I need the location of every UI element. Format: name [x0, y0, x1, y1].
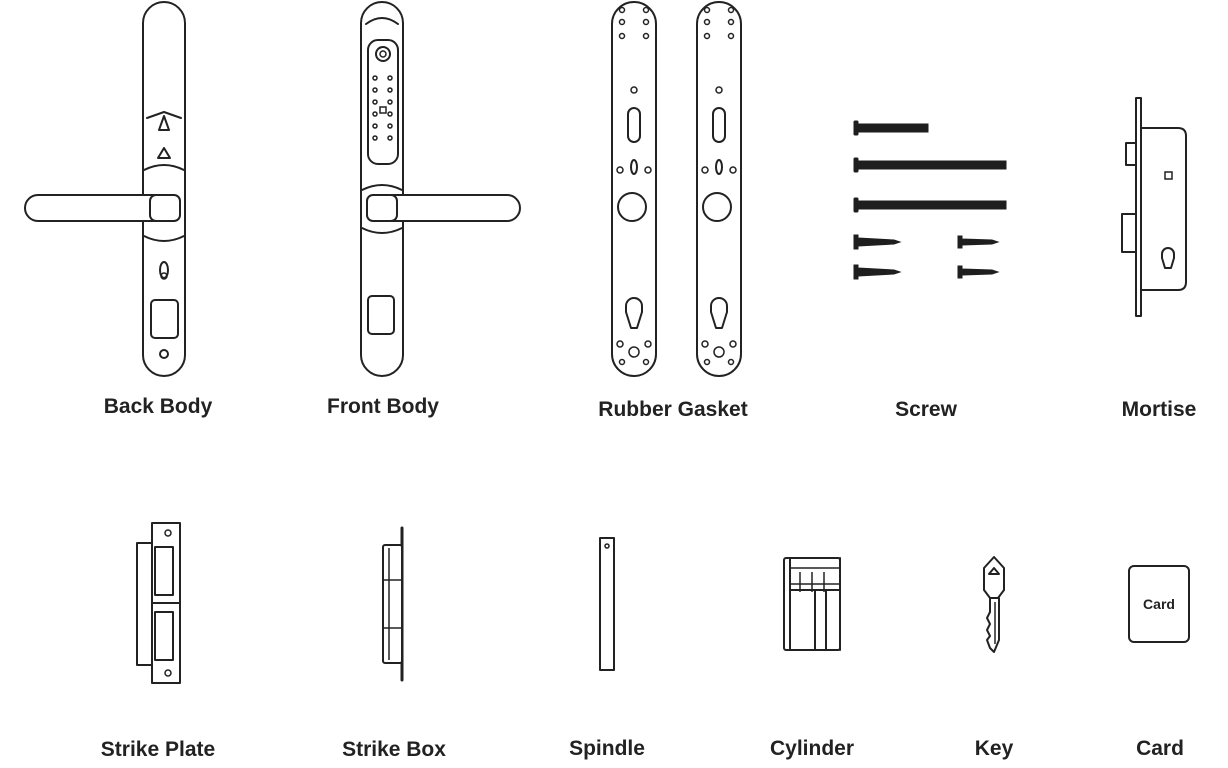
label-cylinder: Cylinder: [769, 737, 855, 760]
screw-drawing: [853, 120, 1007, 280]
card-face-text: Card: [1143, 596, 1175, 612]
label-back-body: Back Body: [103, 395, 213, 418]
label-strike-plate: Strike Plate: [100, 738, 216, 761]
label-card: Card: [1136, 737, 1184, 760]
mortise-drawing: [1121, 97, 1187, 317]
key-drawing: [983, 556, 1005, 653]
label-front-body: Front Body: [327, 395, 439, 418]
strike-plate-drawing: [136, 522, 181, 684]
cylinder-drawing: [783, 557, 841, 651]
strike-box-drawing: [382, 526, 404, 682]
card-drawing: Card: [1128, 565, 1190, 643]
label-mortise: Mortise: [1121, 398, 1197, 421]
label-rubber-gasket: Rubber Gasket: [598, 398, 748, 421]
back-body-drawing: [24, 1, 186, 377]
label-key: Key: [974, 737, 1014, 760]
label-spindle: Spindle: [569, 737, 645, 760]
front-body-drawing: [360, 1, 521, 377]
label-screw: Screw: [895, 398, 957, 421]
spindle-drawing: [599, 537, 615, 671]
label-strike-box: Strike Box: [342, 738, 446, 761]
rubber-gasket-drawing: [611, 1, 742, 377]
